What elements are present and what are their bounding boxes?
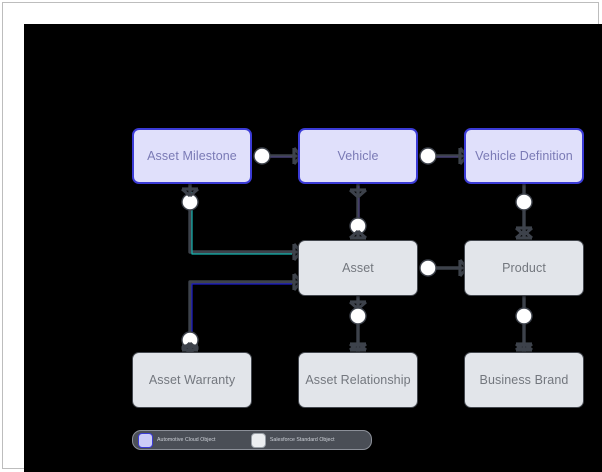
edge-product-business-brand[interactable] — [514, 296, 534, 353]
legend-item-standard[interactable]: Salesforce Standard Object — [250, 432, 366, 448]
node-business-brand[interactable]: Business Brand — [464, 352, 584, 408]
edge-vehicle-definition-product[interactable] — [514, 184, 534, 238]
node-label: Asset Relationship — [305, 372, 411, 387]
edge-vehicle-vehicle-definition[interactable] — [419, 146, 469, 166]
legend-swatch-cloud-icon — [138, 432, 153, 448]
node-asset-warranty[interactable]: Asset Warranty — [132, 352, 252, 408]
diagram-canvas[interactable]: Asset Milestone Vehicle Vehicle Definiti… — [24, 24, 602, 472]
node-asset-milestone[interactable]: Asset Milestone — [132, 128, 252, 184]
legend[interactable]: Automotive Cloud Object Salesforce Stand… — [132, 430, 372, 450]
edge-asset-product[interactable] — [419, 258, 469, 278]
node-vehicle-definition[interactable]: Vehicle Definition — [464, 128, 584, 184]
legend-label-standard: Salesforce Standard Object — [269, 437, 335, 443]
node-asset-relationship[interactable]: Asset Relationship — [298, 352, 418, 408]
node-label: Product — [502, 260, 546, 275]
node-label: Asset — [342, 260, 374, 275]
legend-label-cloud: Automotive Cloud Object — [157, 437, 216, 443]
node-label: Asset Warranty — [148, 372, 236, 387]
edge-asset-asset-relationship[interactable] — [348, 296, 368, 353]
edge-asset-warranty-asset[interactable] — [180, 272, 303, 355]
node-label: Vehicle Definition — [475, 148, 573, 163]
node-label: Vehicle — [337, 148, 379, 163]
legend-item-cloud[interactable]: Automotive Cloud Object — [138, 432, 247, 448]
node-product[interactable]: Product — [464, 240, 584, 296]
edge-asset-milestone-asset[interactable] — [181, 184, 303, 262]
node-vehicle[interactable]: Vehicle — [298, 128, 418, 184]
node-label: Business Brand — [479, 372, 569, 387]
edge-vehicle-asset[interactable] — [348, 184, 368, 238]
edge-asset-milestone-vehicle[interactable] — [253, 146, 303, 166]
node-label: Asset Milestone — [147, 148, 237, 163]
edge-layer — [180, 146, 534, 355]
legend-swatch-standard-icon — [250, 432, 266, 448]
node-asset[interactable]: Asset — [298, 240, 418, 296]
